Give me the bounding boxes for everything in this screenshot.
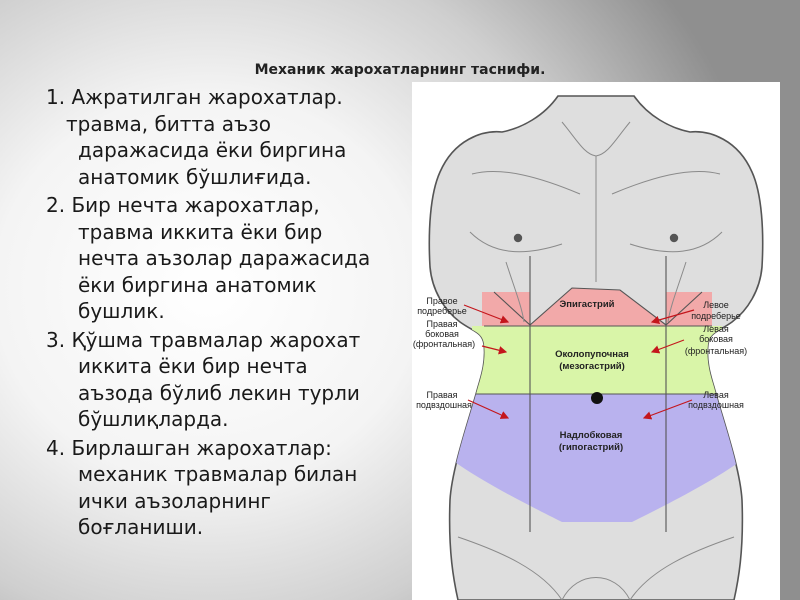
umbilical-band [472, 326, 722, 394]
left-nipple-icon [669, 233, 679, 243]
item-line: боғланиши. [78, 515, 204, 539]
list-item: 4. Бирлашган жарохатлар: механик травмал… [46, 435, 406, 541]
left-iliac-sublabel: подвздошная [688, 400, 744, 410]
item-line: бушлик. [78, 299, 165, 323]
item-line: бўшлиқларда. [78, 407, 229, 431]
item-line: ёки биргина анатомик [78, 272, 317, 297]
item-line: аъзода бўлиб лекин турли [78, 380, 360, 405]
item-heading: 3. Қўшма травмалар жарохат [46, 327, 361, 352]
item-line: даражасида ёки биргина [78, 138, 347, 162]
hypogastric-sublabel: (гипогастрий) [559, 442, 623, 453]
arrow-left-iliac [642, 399, 693, 420]
abdomen-diagram: Эпигастрий Околопупочная (мезогастрий) Н… [413, 95, 764, 600]
classification-list: 1. Ажратилган жарохатлар. травма, битта … [46, 84, 406, 543]
arrow-left-lateral [650, 339, 685, 354]
item-line: травма иккита ёки бир [78, 219, 323, 244]
left-lateral-sublabel: боковая [699, 334, 733, 344]
item-line: ички аъзоларнинг [78, 488, 271, 513]
right-upper-zone [666, 292, 712, 326]
right-nipple-icon [513, 233, 523, 243]
list-item: 3. Қўшма травмалар жарохат иккита ёки би… [46, 327, 406, 433]
right-lateral-sublabel: боковая [425, 329, 459, 339]
right-iliac-sublabel: подвздошная [416, 400, 472, 410]
item-heading: 2. Бир нечта жарохатлар, [46, 193, 320, 217]
left-iliac-label: Левая [703, 390, 729, 400]
item-line: травма, битта аъзо [66, 111, 271, 136]
pointer-arrows [463, 304, 695, 420]
item-line: нечта аъзолар даражасида [78, 246, 371, 270]
right-hypochondrium-sublabel: подреберье [417, 306, 467, 316]
arrow-right-iliac [467, 399, 510, 419]
umbilical-sublabel: (мезогастрий) [559, 361, 625, 372]
right-iliac-label: Правая [426, 390, 457, 400]
arrow-right-hypochondrium [463, 304, 510, 324]
right-lateral-note: (фронтальная) [413, 339, 475, 349]
slide-title: Механик жарохатларнинг таснифи. [254, 62, 546, 78]
abdominal-regions-figure: Эпигастрий Околопупочная (мезогастрий) Н… [412, 82, 780, 600]
left-lateral-label: Левая [703, 324, 729, 334]
anatomy-details [457, 121, 735, 600]
epigastric-label: Эпигастрий [560, 299, 615, 310]
list-item: 1. Ажратилган жарохатлар. травма, битта … [46, 84, 406, 190]
arrow-right-lateral [481, 345, 508, 355]
left-hypochondrium-label: Левое [703, 300, 729, 310]
hypogastric-label: Надлобковая [560, 430, 623, 441]
arrow-left-hypochondrium [650, 309, 695, 325]
umbilical-label: Околопупочная [555, 349, 629, 360]
right-hypochondrium-label: Правое [426, 296, 457, 306]
abdominal-regions [452, 288, 742, 522]
item-heading: 4. Бирлашган жарохатлар: [46, 435, 332, 460]
right-lateral-label: Правая [426, 319, 457, 329]
left-lateral-note: (фронтальная) [685, 346, 747, 356]
navel-icon [591, 392, 603, 404]
list-item: 2. Бир нечта жарохатлар, травма иккита ё… [46, 192, 406, 325]
item-line: механик травмалар билан [78, 462, 358, 486]
item-line: иккита ёки бир нечта [78, 354, 308, 378]
item-line: анатомик бўшлиғида. [78, 164, 312, 189]
epigastric-zone [530, 288, 666, 326]
left-hypochondrium-sublabel: подреберье [691, 311, 741, 321]
item-heading: 1. Ажратилган жарохатлар. [46, 85, 343, 109]
hypogastric-band [452, 394, 742, 522]
